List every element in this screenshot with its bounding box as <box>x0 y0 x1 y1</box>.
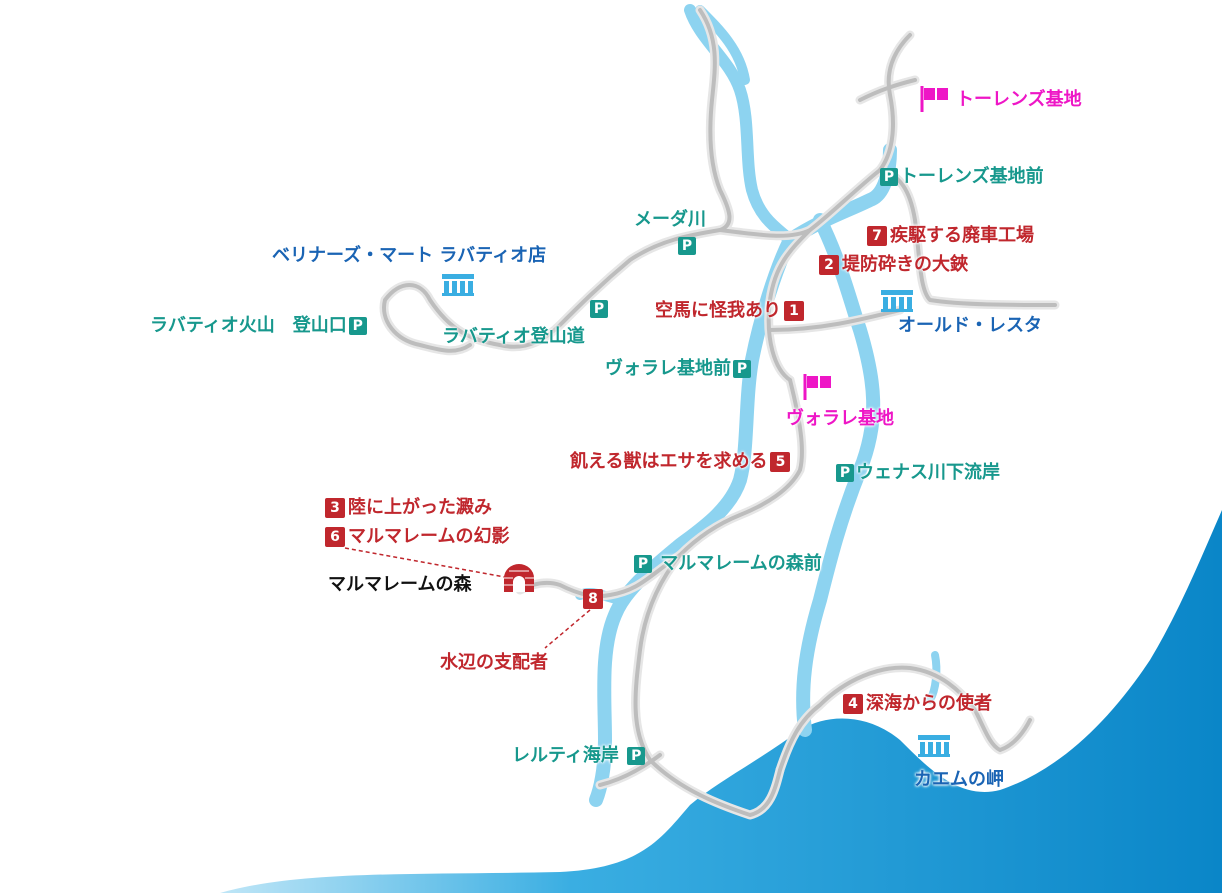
quest-number-badge: 6 <box>325 527 345 547</box>
parking-relty-coast: レルティ海岸 P <box>512 745 647 767</box>
parking-marumareemu-front: P マルマレームの森前 <box>632 553 822 575</box>
quest-number-badge: 2 <box>819 255 839 275</box>
quest-8-badge: 8 <box>580 588 606 610</box>
parking-icon: P <box>627 747 646 765</box>
quest-number-badge: 8 <box>583 589 603 609</box>
parking-label: ヴォラレ基地前 <box>605 358 731 379</box>
sea <box>220 510 1222 893</box>
town-icon <box>918 735 950 757</box>
quest-leader-lines <box>344 547 591 649</box>
shop-icon <box>442 274 474 296</box>
quest-name: マルマレームの幻影 <box>348 526 510 547</box>
quest-number-badge: 1 <box>784 301 804 321</box>
quest-name: 空馬に怪我あり <box>655 300 781 321</box>
parking-label: レルティ海岸 <box>512 745 619 766</box>
quest-name: 陸に上がった澱み <box>348 497 492 518</box>
base-torens-label: トーレンズ基地 <box>956 89 1082 110</box>
flag-icon <box>803 374 831 400</box>
parking-icon: P <box>678 237 696 255</box>
quest-number-badge: 5 <box>770 452 791 472</box>
quest-8: 水辺の支配者 <box>440 652 548 673</box>
flag-icon <box>920 86 948 112</box>
parking-icon: P <box>836 464 854 482</box>
quest-number-badge: 4 <box>843 694 863 714</box>
parking-icon: P <box>634 555 652 573</box>
parking-labatio-trail: ラバティオ登山道 <box>442 326 585 347</box>
town-icon <box>881 290 913 312</box>
road-network <box>379 5 1060 820</box>
landmark-old-resta: オールド・レスタ <box>898 315 1042 336</box>
quest-name: 飢える獣はエサを求める <box>570 451 768 472</box>
landmark-marumareemu-forest: マルマレームの森 <box>328 574 472 595</box>
quest-number-badge: 3 <box>325 498 345 518</box>
parking-label: ラバティオ火山 登山口 <box>150 315 347 336</box>
parking-label: マルマレームの森前 <box>660 553 822 574</box>
quest-name: 疾駆する廃車工場 <box>890 225 1034 246</box>
parking-label: トーレンズ基地前 <box>900 166 1044 187</box>
parking-meda-river: メーダ川 <box>634 209 706 230</box>
parking-label: ウェナス川下流岸 <box>856 462 1000 483</box>
parking-icon: P <box>880 168 898 186</box>
quest-name: 深海からの使者 <box>866 693 992 714</box>
base-volare-label: ヴォラレ基地 <box>786 408 894 429</box>
cave-icon <box>504 564 534 592</box>
landmark-kaemu-cape: カエムの岬 <box>914 769 1004 790</box>
quest-number-badge: 7 <box>867 226 887 246</box>
parking-icon: P <box>348 317 367 335</box>
parking-icon: P <box>590 300 608 318</box>
landmark-berinas-mart: ベリナーズ・マート ラバティオ店 <box>272 245 547 266</box>
parking-icon: P <box>733 360 751 378</box>
quest-name: 堤防砕きの大鋏 <box>842 254 968 275</box>
